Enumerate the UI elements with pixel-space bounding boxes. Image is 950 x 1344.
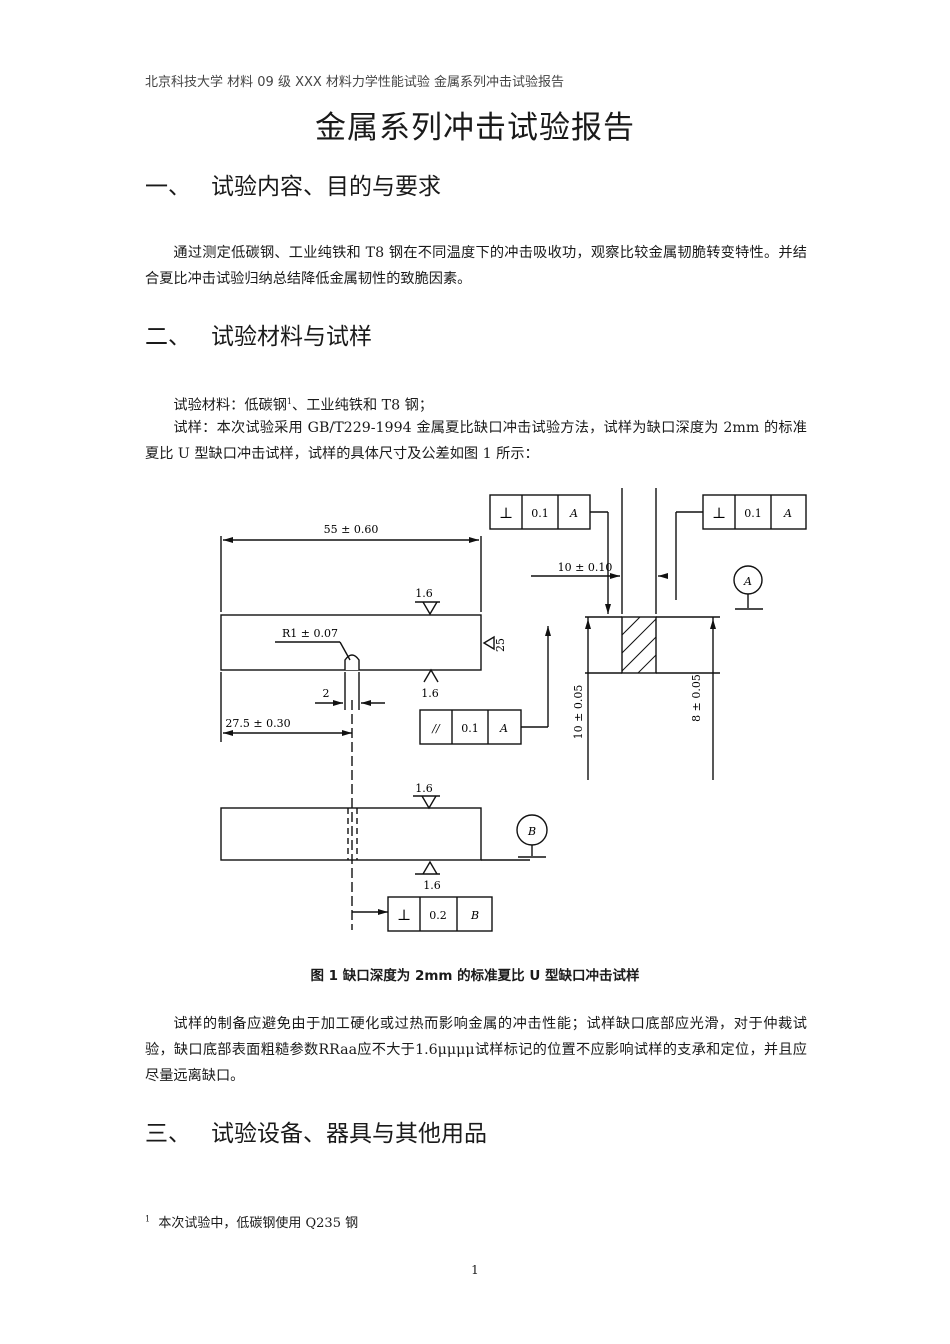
dim-height-10: 10 ± 0.05: [572, 685, 585, 740]
roughness-side-label: 25: [494, 638, 507, 652]
document-title: 金属系列冲击试验报告: [315, 110, 635, 146]
materials-prefix: 试验材料：低碳钢: [173, 397, 287, 414]
materials-suffix: 、工业纯铁和 T8 钢；: [292, 397, 434, 414]
perpendicularity-icon: ⊥: [712, 504, 726, 522]
specimen-bar-side-view: [220, 807, 482, 861]
dim-half-length: 27.5 ± 0.30: [225, 717, 290, 730]
section-title: 试验内容、目的与要求: [211, 174, 441, 200]
datum-b-label: B: [527, 825, 536, 838]
dim-width: 10 ± 0.10: [558, 561, 613, 574]
fcf-datum: A: [569, 507, 578, 520]
section-heading-3: 三、试验设备、器具与其他用品: [145, 1114, 487, 1148]
dim-notch-radius: R1 ± 0.07: [282, 627, 338, 640]
page-number: 1: [471, 1263, 479, 1277]
fcf-tolerance: 0.1: [531, 507, 549, 520]
footnote: 1 本次试验中，低碳钢使用 Q235 钢: [145, 1212, 358, 1231]
section-heading-2: 二、试验材料与试样: [145, 317, 372, 351]
u-notch: [344, 654, 360, 670]
perpendicularity-icon: ⊥: [397, 906, 411, 924]
section1-paragraph: 通过测定低碳钢、工业纯铁和 T8 钢在不同温度下的冲击吸收功，观察比较金属韧脆转…: [145, 245, 807, 287]
fcf-tolerance: 0.2: [429, 909, 447, 922]
specimen-drawing: ⊥ 0.1 A ⊥ 0.1 A // 0.1 A ⊥ 0.2 B 55 ± 0.…: [220, 488, 807, 932]
specimen-prep-paragraph: 试样的制备应避免由于加工硬化或过热而影响金属的冲击性能；试样缺口底部应光滑，对于…: [145, 1016, 807, 1084]
fcf-tolerance: 0.1: [744, 507, 762, 520]
figure-caption: 图 1 缺口深度为 2mm 的标准夏比 U 型缺口冲击试样: [310, 968, 640, 984]
roughness-label: 1.6: [415, 782, 433, 795]
materials-line: 试验材料：低碳钢1、工业纯铁和 T8 钢；: [145, 389, 807, 419]
section-heading-1: 一、试验内容、目的与要求: [145, 167, 441, 201]
footnote-ref[interactable]: 1: [286, 397, 292, 406]
perpendicularity-icon: ⊥: [499, 504, 513, 522]
fcf-datum: A: [499, 722, 508, 735]
section-number: 二、: [145, 324, 191, 350]
fcf-tolerance: 0.1: [461, 722, 479, 735]
datum-a-label: A: [743, 575, 752, 588]
roughness-label: 1.6: [423, 879, 441, 892]
footnote-text: 本次试验中，低碳钢使用 Q235 钢: [158, 1216, 359, 1231]
running-header: 北京科技大学 材料 09 级 XXX 材料力学性能试验 金属系列冲击试验报告: [145, 75, 565, 90]
footnote-number: 1: [145, 1214, 151, 1224]
roughness-label: 1.6: [415, 587, 433, 600]
dim-notch-depth: 2: [323, 687, 330, 700]
dim-length: 55 ± 0.60: [324, 523, 379, 536]
parallelism-icon: //: [431, 722, 441, 735]
section-title: 试验材料与试样: [211, 324, 372, 350]
specimen-paragraph: 试样：本次试验采用 GB/T229-1994 金属夏比缺口冲击试验方法，试样为缺…: [145, 420, 807, 462]
fcf-datum: B: [470, 909, 479, 922]
fcf-datum: A: [783, 507, 792, 520]
roughness-label: 1.6: [421, 687, 439, 700]
section-number: 三、: [145, 1121, 191, 1147]
section-title: 试验设备、器具与其他用品: [211, 1121, 487, 1147]
dim-height-8: 8 ± 0.05: [690, 674, 703, 722]
section-number: 一、: [145, 174, 191, 200]
